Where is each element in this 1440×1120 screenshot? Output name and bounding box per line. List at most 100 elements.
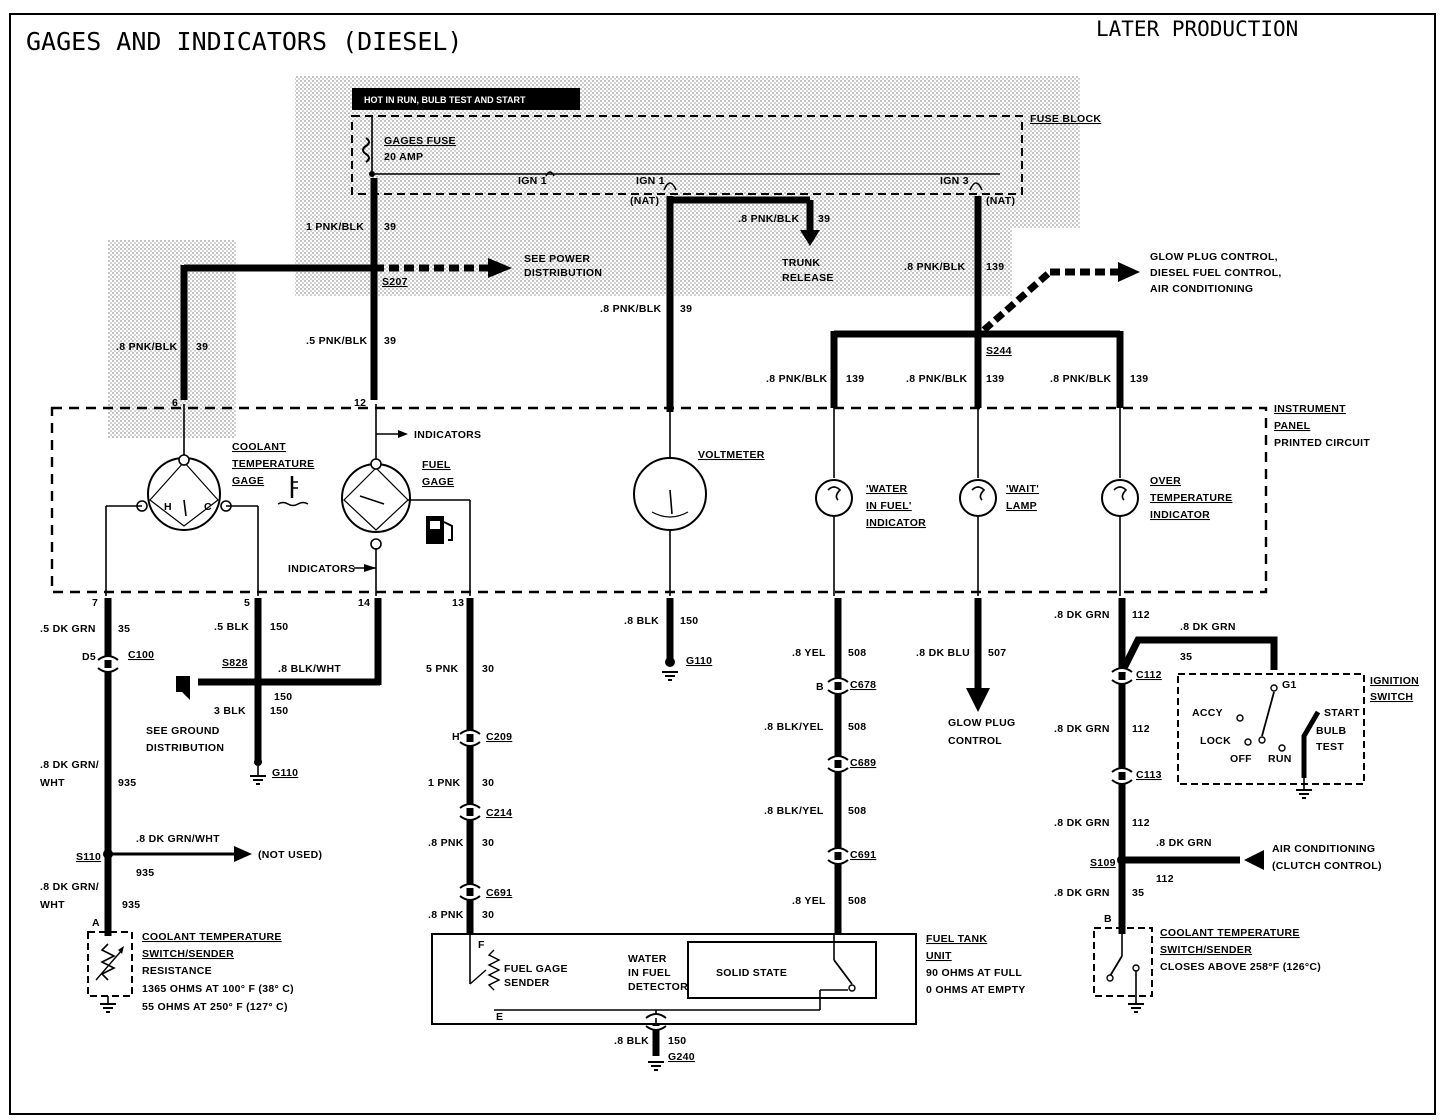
see-ground-2: DISTRIBUTION bbox=[146, 742, 224, 754]
pin-label: 7 bbox=[92, 597, 98, 609]
wire-label: .8 DK GRN/ bbox=[40, 759, 99, 771]
ignition-g1: G1 bbox=[1282, 679, 1297, 691]
fuel-tank-unit-box bbox=[431, 933, 917, 1025]
wire-label: .8 PNK/BLK bbox=[738, 213, 799, 225]
water-detector-2: IN FUEL bbox=[628, 967, 671, 979]
wire-label: .8 BLK/YEL bbox=[764, 721, 824, 733]
pin-label: 13 bbox=[452, 597, 464, 609]
wire-label: .8 DK GRN bbox=[1054, 609, 1110, 621]
wire-label: .8 PNK bbox=[428, 909, 464, 921]
over-temp-label-1: OVER bbox=[1150, 475, 1181, 487]
wire-number: 508 bbox=[848, 895, 866, 907]
wire-number: 150 bbox=[270, 705, 288, 717]
wire-number: 139 bbox=[846, 373, 864, 385]
connector-c689: C689 bbox=[850, 757, 876, 769]
connector-c678: C678 bbox=[850, 679, 876, 691]
ignition-title-1: IGNITION bbox=[1370, 675, 1419, 687]
ignition-run: RUN bbox=[1268, 753, 1292, 765]
cts2-title-1: COOLANT TEMPERATURE bbox=[1160, 927, 1300, 939]
wire-label: .8 DK GRN/WHT bbox=[136, 833, 220, 845]
wire-label: .8 PNK bbox=[428, 837, 464, 849]
water-detector-3: DETECTOR bbox=[628, 981, 688, 993]
fuel-gage-label-2: GAGE bbox=[422, 476, 454, 488]
wire-number: 35 bbox=[118, 623, 130, 635]
fuel-sender-f: F bbox=[478, 939, 485, 951]
nat-right: (NAT) bbox=[986, 195, 1015, 207]
wire-label: .5 PNK/BLK bbox=[306, 335, 367, 347]
pin-label: 5 bbox=[244, 597, 250, 609]
ignition-accy: ACCY bbox=[1192, 707, 1223, 719]
connector-c100: C100 bbox=[128, 649, 154, 661]
panel-label-1: INSTRUMENT bbox=[1274, 403, 1346, 415]
fuel-sender-label-2: SENDER bbox=[504, 977, 550, 989]
ignition-switch-box bbox=[1177, 673, 1365, 785]
wire-number: 112 bbox=[1132, 609, 1150, 621]
wire-label: .8 BLK bbox=[624, 615, 659, 627]
ign1-label-b: IGN 1 bbox=[636, 175, 665, 187]
cts2-title-2: SWITCH/SENDER bbox=[1160, 944, 1252, 956]
fuel-tank-label-4: 0 OHMS AT EMPTY bbox=[926, 984, 1026, 996]
wire-number: 30 bbox=[482, 777, 494, 789]
ign1-label-a: IGN 1 bbox=[518, 175, 547, 187]
wire-label: .8 DK GRN bbox=[1156, 837, 1212, 849]
see-power-2: DISTRIBUTION bbox=[524, 267, 602, 279]
wire-label: .5 BLK bbox=[214, 621, 249, 633]
coolant-sender-box-1 bbox=[87, 931, 133, 997]
cts1-desc-1: RESISTANCE bbox=[142, 965, 212, 977]
wire-label: .8 PNK/BLK bbox=[1050, 373, 1111, 385]
connector-c691-a: C691 bbox=[850, 849, 876, 861]
nat-left: (NAT) bbox=[630, 195, 659, 207]
wire-label: .8 YEL bbox=[792, 647, 826, 659]
wire-number: 39 bbox=[818, 213, 830, 225]
production-label: LATER PRODUCTION bbox=[1096, 17, 1298, 41]
ground-icon bbox=[662, 671, 678, 681]
wire-label: .8 YEL bbox=[792, 895, 826, 907]
ign3-label: IGN 3 bbox=[940, 175, 969, 187]
wire-label: .8 DK GRN bbox=[1054, 817, 1110, 829]
connector-c112: C112 bbox=[1136, 669, 1162, 681]
splice-s207: S207 bbox=[382, 276, 408, 288]
glow-control-1: GLOW PLUG bbox=[948, 717, 1015, 729]
pin-label: 6 bbox=[172, 397, 178, 409]
cts1-desc-3: 55 OHMS AT 250° F (127° C) bbox=[142, 1001, 288, 1013]
coolant-gage-label-3: GAGE bbox=[232, 475, 264, 487]
ground-icon bbox=[1296, 789, 1312, 799]
coolant-shading bbox=[108, 240, 236, 438]
coolant-temperature-gage bbox=[147, 457, 221, 531]
indicators-bottom-label: INDICATORS bbox=[288, 563, 355, 575]
wire-label: 3 BLK bbox=[214, 705, 246, 717]
glow-control-2: CONTROL bbox=[948, 735, 1002, 747]
wire-label: .8 PNK/BLK bbox=[766, 373, 827, 385]
fuel-gage bbox=[341, 463, 411, 533]
fuse-block-outline bbox=[351, 115, 1023, 195]
wire-number: 112 bbox=[1132, 817, 1150, 829]
wire-number: 39 bbox=[384, 221, 396, 233]
page-title: GAGES AND INDICATORS (DIESEL) bbox=[26, 27, 463, 56]
coolant-gage-label-2: TEMPERATURE bbox=[232, 458, 314, 470]
wire-label: 1 PNK bbox=[428, 777, 461, 789]
wire-label: .8 PNK/BLK bbox=[906, 373, 967, 385]
water-in-fuel-label-3: INDICATOR bbox=[866, 517, 926, 529]
wire-number: 935 bbox=[118, 777, 136, 789]
wire-number: 139 bbox=[986, 261, 1004, 273]
connector-c113: C113 bbox=[1136, 769, 1162, 781]
ground-g240: G240 bbox=[668, 1051, 695, 1063]
gages-fuse-label: GAGES FUSE bbox=[384, 135, 456, 147]
fuse-block-header bbox=[352, 88, 580, 110]
ground-g110-b: G110 bbox=[686, 655, 712, 667]
water-in-fuel-label-2: IN FUEL' bbox=[866, 500, 912, 512]
wire-number: 112 bbox=[1156, 873, 1174, 885]
wire-number: 35 bbox=[1180, 651, 1192, 663]
wire-number: 508 bbox=[848, 647, 866, 659]
ignition-start: START bbox=[1324, 707, 1360, 719]
over-temp-label-3: INDICATOR bbox=[1150, 509, 1210, 521]
wire-label: .8 DK GRN bbox=[1054, 887, 1110, 899]
wire-label: 5 PNK bbox=[426, 663, 459, 675]
over-temp-bulb bbox=[1101, 479, 1139, 517]
ground-icon bbox=[1128, 1003, 1144, 1013]
wire-label: .8 DK GRN bbox=[1054, 723, 1110, 735]
panel-label-2: PANEL bbox=[1274, 420, 1311, 432]
over-temp-label-2: TEMPERATURE bbox=[1150, 492, 1232, 504]
wire-number: 30 bbox=[482, 837, 494, 849]
